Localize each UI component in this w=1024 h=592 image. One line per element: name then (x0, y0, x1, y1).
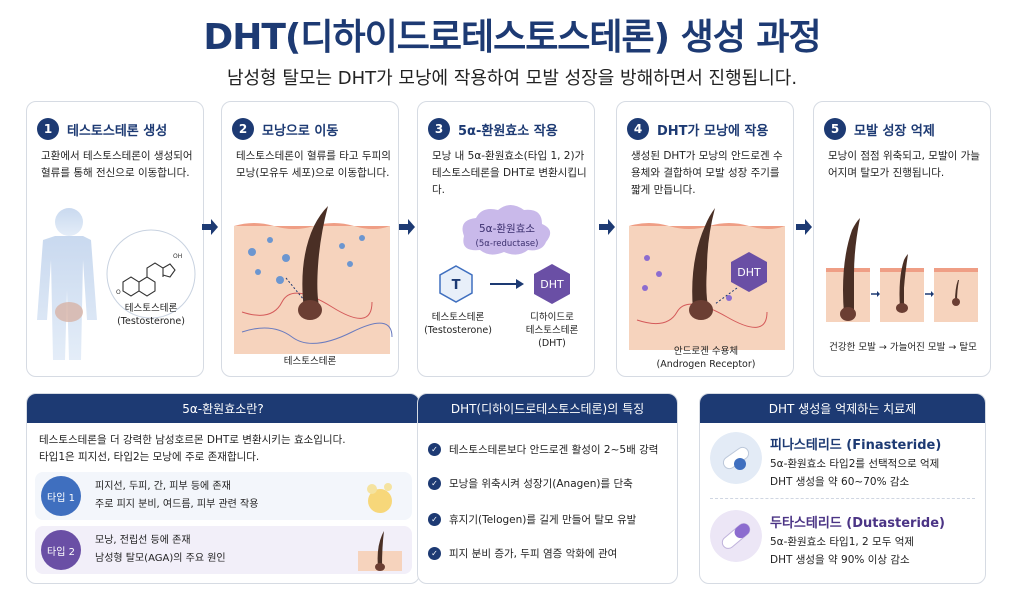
enzyme-label-en: (5α-reductase) (476, 239, 539, 249)
check-icon: ✓ (428, 547, 441, 560)
drug-detail: DHT 생성을 약 60~70% 감소 (770, 476, 910, 488)
panel-description: 테스토스테론을 더 강력한 남성호르몬 DHT로 변환시키는 효소입니다. 타입… (39, 434, 346, 463)
step-5-card: 5 모발 성장 억제 모낭이 점점 위축되고, 모발이 가늘어지며 탈모가 진행… (813, 101, 991, 377)
drug-detail: DHT 생성을 약 90% 이상 감소 (770, 554, 910, 566)
page-subtitle: 남성형 탈모는 DHT가 모낭에 작용하여 모발 성장을 방해하면서 진행됩니다… (226, 68, 798, 89)
step-description: 생성된 DHT가 모낭의 안드로겐 수용체와 결합하여 모발 성장 주기를 짧게… (631, 150, 783, 196)
panel-header: DHT 생성을 억제하는 치료제 (700, 394, 985, 423)
flow-arrow-icon (202, 219, 218, 235)
step-number-badge: 2 (232, 118, 254, 140)
dht-caption: 디하이드로 (530, 311, 574, 323)
flow-arrow-icon (796, 219, 812, 235)
step-number-badge: 1 (37, 118, 59, 140)
feature-item: ✓모낭을 위축시켜 성장기(Anagen)를 단축 (428, 476, 633, 491)
hair-follicle-illustration: 테스토스테론 (234, 206, 393, 367)
check-icon: ✓ (428, 443, 441, 456)
type-1-text: 피지선, 두피, 간, 피부 등에 존재 주로 피지 분비, 여드름, 피부 관… (95, 481, 259, 510)
feature-item: ✓테스토스테론보다 안드로겐 활성이 2~5배 강력 (428, 442, 658, 457)
type-1-badge: 타입 1 (41, 476, 81, 516)
capsule-icon (710, 510, 762, 562)
t-caption-en: (Testosterone) (424, 325, 492, 336)
enzyme-cloud-icon (462, 205, 551, 255)
follicle-caption: 테스토스테론 (284, 356, 337, 367)
testosterone-molecule-icon: OH O (106, 229, 196, 319)
step-description: 모낭이 점점 위축되고, 모발이 가늘어지며 탈모가 진행됩니다. (828, 150, 980, 179)
molecule-caption-en: (Testosterone) (117, 316, 185, 327)
step-title: 모발 성장 억제 (854, 123, 935, 139)
hair-miniaturization-illustration: 건강한 모발 → 가늘어진 모발 → 탈모 (826, 218, 978, 353)
step-2-card: 2 모낭으로 이동 테스토스테론이 혈류를 타고 두피의 모낭(모유두 세포)으… (221, 101, 399, 377)
stage-caption: 건강한 모발 → 가늘어진 모발 → 탈모 (829, 341, 977, 353)
step-number-badge: 4 (627, 118, 649, 140)
step-4-card: 4 DHT가 모낭에 작용 생성된 DHT가 모낭의 안드로겐 수용체와 결합하… (616, 101, 794, 377)
divider (710, 498, 975, 499)
capsule-icon (710, 432, 762, 484)
human-body-icon (37, 208, 97, 360)
dht-features-panel: DHT(디하이드로테스토스테론)의 특징 ✓테스토스테론보다 안드로겐 활성이 … (417, 393, 678, 584)
dht-caption-3: (DHT) (538, 338, 566, 349)
step-number-badge: 5 (824, 118, 846, 140)
flow-arrow-icon (599, 219, 615, 235)
page-title: DHT(디하이드로테스토스테론) 생성 과정 (203, 17, 821, 58)
step-2-header: 2 모낭으로 이동 (232, 118, 338, 140)
t-label: T (452, 278, 461, 293)
step-title: 5α-환원효소 작용 (458, 123, 558, 139)
step-5-header: 5 모발 성장 억제 (824, 118, 935, 140)
drug-name: 두타스테리드 (Dutasteride) (770, 516, 945, 531)
check-icon: ✓ (428, 513, 441, 526)
drug-detail: 5α-환원효소 타입1, 2 모두 억제 (770, 536, 915, 548)
dht-hexagon-icon (731, 252, 767, 292)
hair-follicle-icon (358, 531, 402, 571)
enzyme-type-2-row: 타입 2 모낭, 전립선 등에 존재 남성형 탈모(AGA)의 주요 원인 (35, 526, 412, 574)
body-molecule-illustration: OH O 테스토스테론 (Testosterone) (37, 208, 196, 360)
dht-hexagon-icon (534, 264, 570, 304)
step-description: 고환에서 테스토스테론이 생성되어 혈류를 통해 전신으로 이동합니다. (41, 150, 193, 179)
step-3-card: 3 5α-환원효소 작용 모낭 내 5α-환원효소(타입 1, 2)가 테스토스… (417, 101, 595, 377)
enzyme-label: 5α-환원효소 (479, 223, 535, 235)
step-title: DHT가 모낭에 작용 (657, 123, 769, 139)
step-description: 테스토스테론이 혈류를 타고 두피의 모낭(모유두 세포)으로 이동합니다. (236, 150, 391, 179)
feature-item: ✓피지 분비 증가, 두피 염증 악화에 관여 (428, 546, 617, 561)
enzyme-conversion-diagram: 5α-환원효소 (5α-reductase) T DHT 테스토스테론 (Tes… (424, 205, 579, 349)
step-description: 모낭 내 5α-환원효소(타입 1, 2)가 테스토스테론을 DHT로 변환시킵… (432, 150, 587, 196)
treatment-panel: DHT 생성을 억제하는 치료제 피나스테리드 (Finasteride) 5α… (699, 393, 986, 584)
dht-follicle-illustration: DHT 안드로겐 수용체 (Androgen Receptor) (629, 208, 785, 370)
type-2-text: 모낭, 전립선 등에 존재 남성형 탈모(AGA)의 주요 원인 (95, 535, 226, 564)
flow-arrow-icon (399, 219, 415, 235)
enzyme-info-panel: 5α-환원효소란? 테스토스테론을 더 강력한 남성호르몬 DHT로 변환시키는… (26, 393, 420, 584)
check-icon: ✓ (428, 477, 441, 490)
step-4-header: 4 DHT가 모낭에 작용 (627, 118, 768, 140)
step-title: 테스토스테론 생성 (67, 123, 168, 139)
dht-label: DHT (540, 278, 564, 291)
panel-header: DHT(디하이드로테스토스테론)의 특징 (418, 394, 677, 423)
testosterone-hexagon-icon (439, 265, 473, 303)
type-2-badge: 타입 2 (41, 530, 81, 570)
t-caption: 테스토스테론 (432, 312, 485, 323)
dht-caption-2: 테스토스테론 (526, 325, 579, 336)
step-number-badge: 3 (428, 118, 450, 140)
sebaceous-gland-icon (367, 483, 392, 513)
molecule-caption: 테스토스테론 (125, 303, 178, 314)
step-title: 모낭으로 이동 (262, 123, 339, 139)
panel-header: 5α-환원효소란? (27, 394, 419, 423)
receptor-caption: 안드로겐 수용체 (674, 346, 738, 357)
feature-item: ✓휴지기(Telogen)를 길게 만들어 탈모 유발 (428, 512, 636, 527)
svg-text:OH: OH (173, 253, 182, 260)
svg-text:O: O (116, 289, 121, 296)
drug-name: 피나스테리드 (Finasteride) (770, 438, 942, 453)
step-3-header: 3 5α-환원효소 작용 (428, 118, 558, 140)
dht-label: DHT (737, 266, 761, 279)
step-1-header: 1 테스토스테론 생성 (37, 118, 167, 140)
step-1-card: 1 테스토스테론 생성 고환에서 테스토스테론이 생성되어 혈류를 통해 전신으… (26, 101, 204, 377)
enzyme-type-1-row: 타입 1 피지선, 두피, 간, 피부 등에 존재 주로 피지 분비, 여드름,… (35, 472, 412, 520)
receptor-caption-en: (Androgen Receptor) (657, 359, 756, 370)
drug-detail: 5α-환원효소 타입2를 선택적으로 억제 (770, 458, 940, 470)
